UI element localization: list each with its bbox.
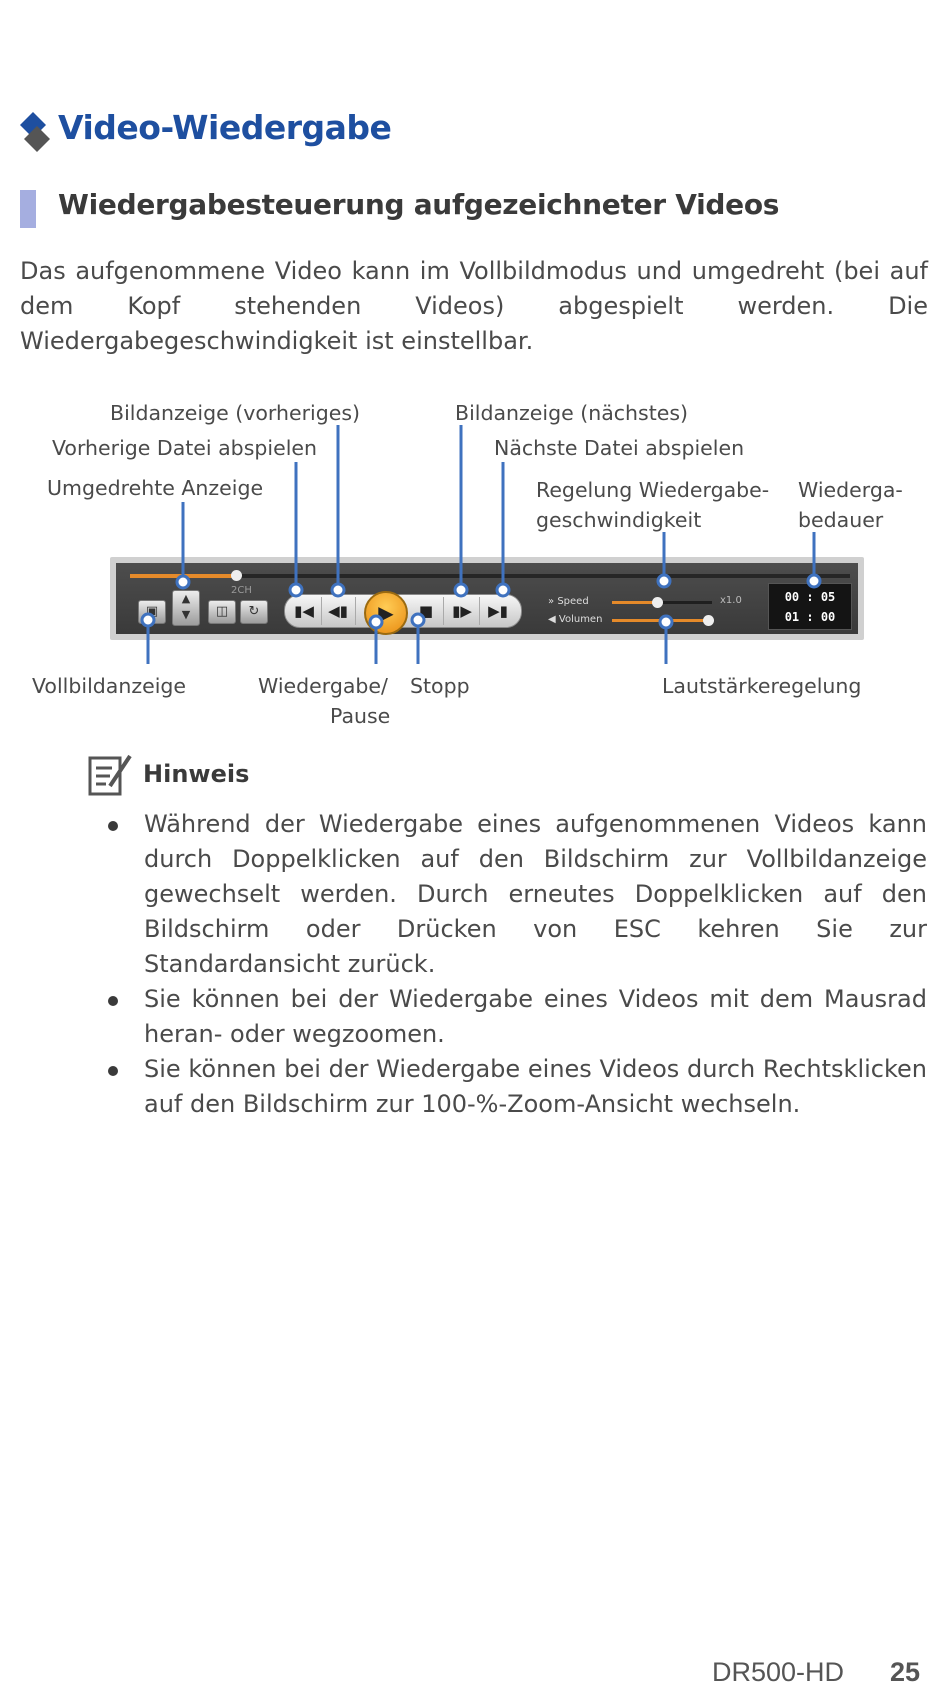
next-file-button[interactable]: ▶▮ [481, 597, 515, 625]
label-flip: Umgedrehte Anzeige [47, 476, 264, 500]
volume-slider-knob[interactable] [703, 615, 714, 626]
page-number: 25 [890, 1657, 921, 1687]
label-prev-frame: Bildanzeige (vorheriges) [110, 401, 361, 425]
label-fullscreen: Vollbildanzeige [32, 674, 187, 698]
label-duration-line1: Wiederga- [798, 478, 903, 502]
volume-label-text: Volumen [558, 614, 603, 625]
section-diamond-icon [20, 112, 50, 152]
play-icon: ▶ [378, 601, 394, 625]
refresh-button[interactable]: ↻ [240, 600, 268, 624]
flip-icon: ▲▼ [181, 592, 191, 621]
progress-fill [130, 574, 236, 578]
label-play-pause-line2: Pause [330, 704, 391, 728]
note-pencil-icon [88, 754, 132, 796]
time-display: 00 : 05 01 : 00 [768, 583, 852, 630]
subsection-bar [20, 190, 36, 228]
layout-icon: ◫ [215, 604, 229, 619]
speed-slider-knob[interactable] [652, 597, 663, 608]
speed-label-text: Speed [557, 596, 589, 607]
skip-forward-icon: ▶▮ [488, 602, 508, 620]
note-item: Sie können bei der Wiedergabe eines Vide… [101, 1052, 927, 1122]
label-prev-file: Vorherige Datei abspielen [52, 436, 317, 460]
speed-slider[interactable] [612, 597, 712, 608]
volume-control-label: ◀ Volumen [548, 614, 602, 625]
next-frame-button[interactable]: ▮▶ [445, 597, 480, 625]
volume-slider[interactable] [612, 615, 714, 626]
note-item: Sie können bei der Wiedergabe eines Vide… [101, 982, 927, 1052]
speed-value: x1.0 [720, 595, 742, 606]
total-time: 01 : 00 [784, 610, 836, 624]
speed-control-label: » Speed [548, 596, 589, 607]
speaker-icon: ◀ [548, 614, 556, 625]
speed-icon: » [548, 596, 555, 607]
volume-slider-fill [612, 619, 708, 622]
label-play-pause-line1: Wiedergabe/ [258, 674, 388, 698]
fullscreen-button[interactable]: ▣ [138, 600, 166, 624]
stop-icon: ■ [418, 602, 434, 620]
label-next-frame: Bildanzeige (nächstes) [455, 401, 689, 425]
skip-back-icon: ▮◀ [294, 602, 314, 620]
channel-label: 2CH [231, 585, 252, 596]
player-control-bar: ▣ ▲▼ 2CH ◫ ↻ ▮◀ ◀▮ ■ ▮▶ ▶▮ [110, 557, 864, 640]
stop-button[interactable]: ■ [409, 597, 444, 625]
label-stop: Stopp [410, 674, 470, 698]
footer-model: DR500-HD [712, 1657, 845, 1687]
label-speed-line2: geschwindigkeit [536, 508, 702, 532]
section-title: Video-Wiedergabe [58, 108, 392, 147]
flip-button[interactable]: ▲▼ [172, 590, 200, 626]
progress-knob[interactable] [230, 570, 242, 581]
prev-frame-button[interactable]: ◀▮ [321, 597, 356, 625]
label-duration-line2: bedauer [798, 508, 884, 532]
play-pause-button[interactable]: ▶ [364, 591, 408, 635]
label-volume: Lautstärkeregelung [662, 674, 862, 698]
label-speed-line1: Regelung Wiedergabe- [536, 478, 770, 502]
player-panel: ▣ ▲▼ 2CH ◫ ↻ ▮◀ ◀▮ ■ ▮▶ ▶▮ [116, 563, 858, 635]
intro-paragraph: Das aufgenommene Video kann im Vollbildm… [20, 257, 928, 355]
step-back-icon: ◀▮ [328, 602, 348, 620]
label-next-file: Nächste Datei abspielen [494, 436, 745, 460]
subsection-title: Wiedergabesteuerung aufgezeichneter Vide… [58, 188, 780, 221]
progress-track[interactable] [130, 570, 850, 581]
prev-file-button[interactable]: ▮◀ [287, 597, 322, 625]
layout-button[interactable]: ◫ [208, 600, 236, 624]
fullscreen-icon: ▣ [145, 604, 159, 619]
note-title: Hinweis [143, 760, 250, 788]
elapsed-time: 00 : 05 [784, 590, 836, 604]
note-item: Während der Wiedergabe eines aufgenommen… [101, 807, 927, 982]
refresh-icon: ↻ [248, 604, 260, 619]
step-forward-icon: ▮▶ [452, 602, 472, 620]
note-list: Während der Wiedergabe eines aufgenommen… [101, 807, 927, 1122]
speed-slider-fill [612, 601, 657, 604]
